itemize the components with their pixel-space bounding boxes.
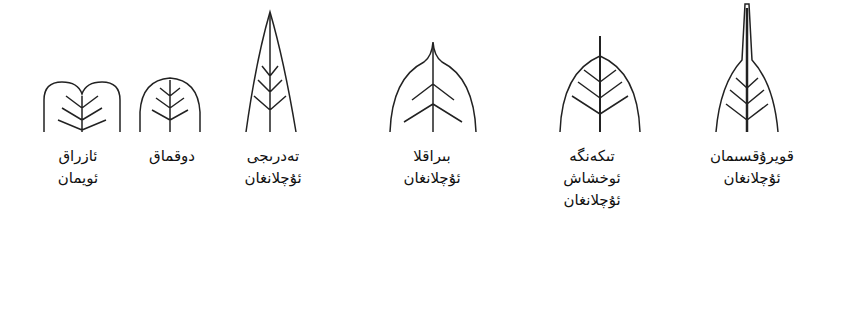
leaf-tip-label: تەدرىجى ئۇچلانغان [228,146,318,190]
leaf-tip-label: قويرۇقسىمان ئۇچلانغان [704,146,800,190]
leaf-cuspidate [390,42,476,132]
leaf-mucronate [560,36,640,132]
leaf-obtuse [140,78,200,132]
leaf-tip-label: تىكەنگە ئوخشاش ئۇچلانغان [552,146,632,211]
leaf-acuminate [246,12,296,132]
leaf-emarginate [44,82,120,132]
leaf-tip-label: ئازراق ئويمان [38,146,118,190]
leaf-tip-label: دوقماق [132,146,212,168]
leaf-tip-label: بىراقلا ئۇچلانغان [387,146,477,190]
leaf-caudate [716,4,778,132]
